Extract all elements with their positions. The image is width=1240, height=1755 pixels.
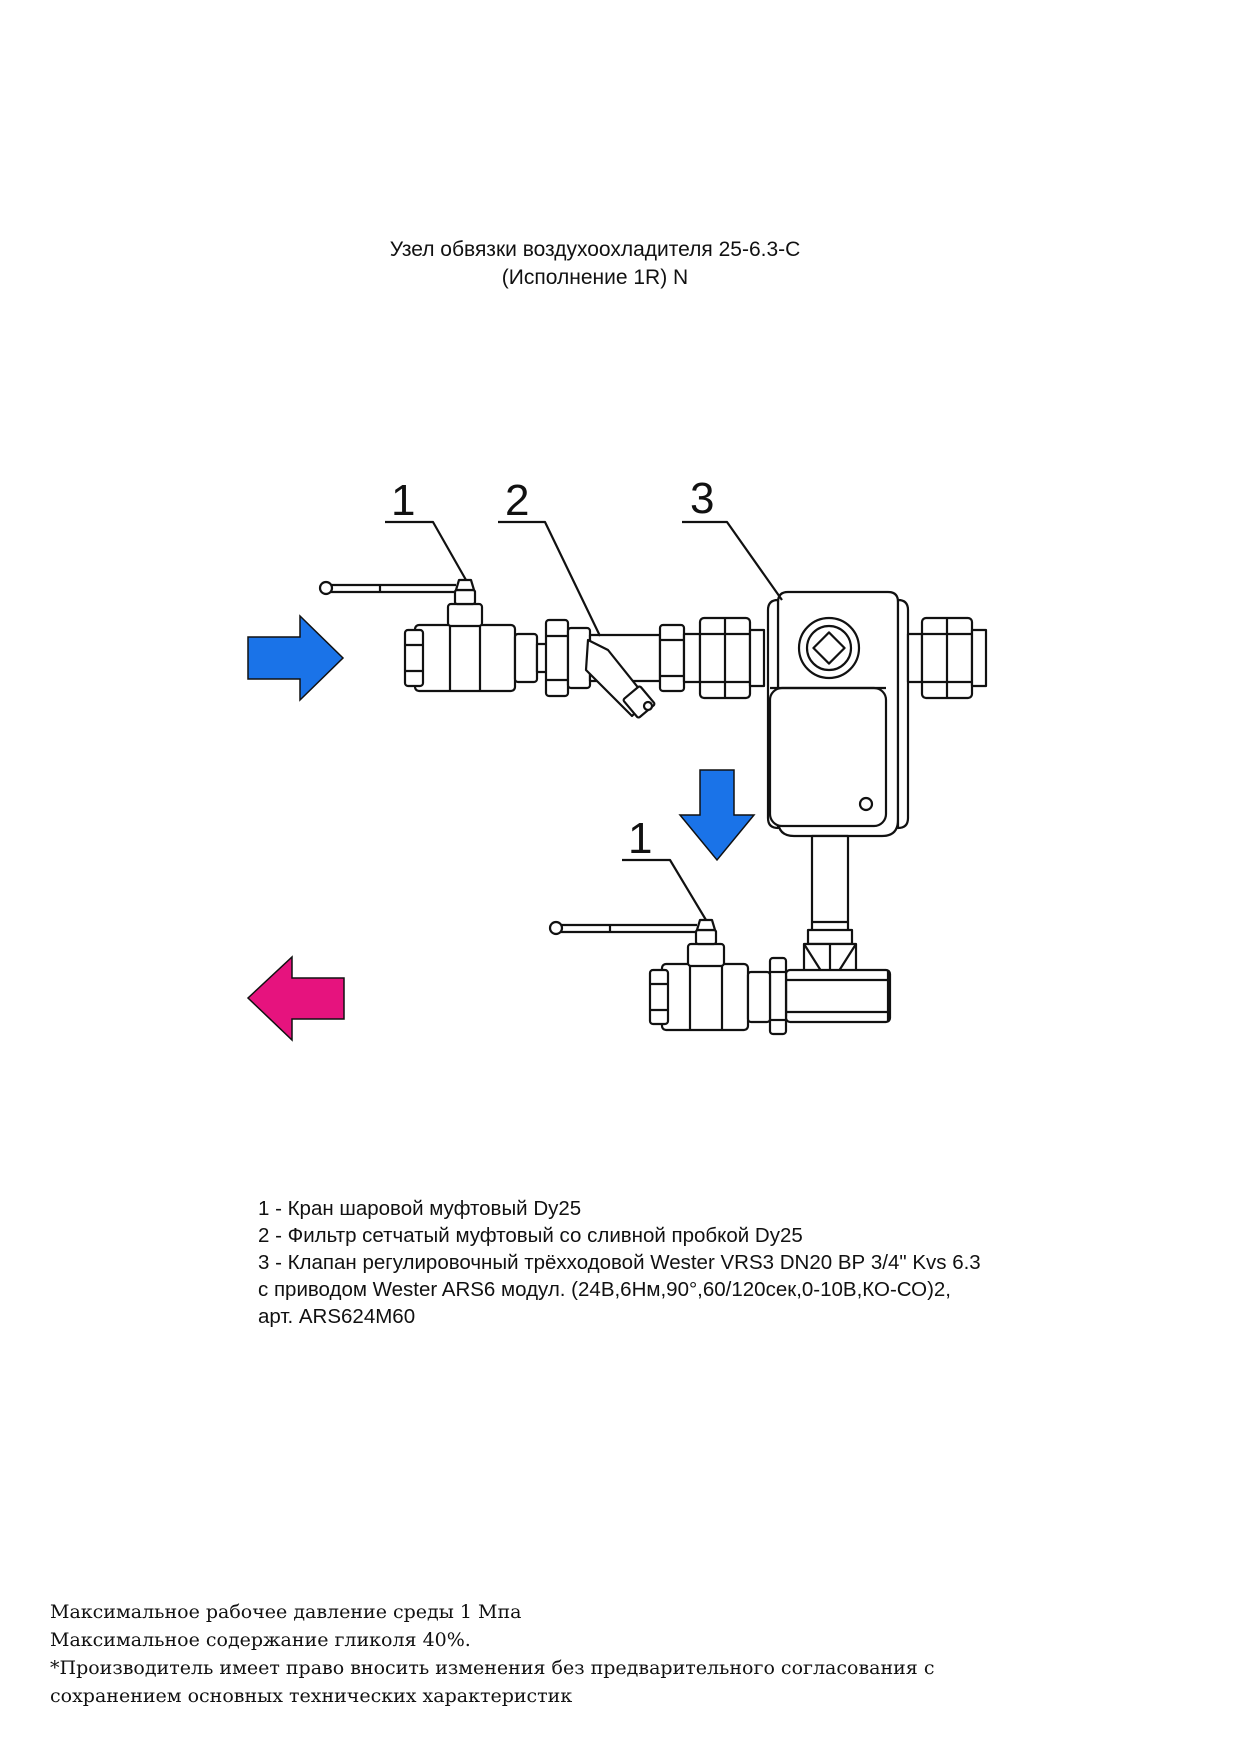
note-disclaimer-line2: сохранением основных технических характе… [50, 1685, 573, 1707]
legend-item-3-line2: с приводом Wester ARS6 модул. (24В,6Нм,9… [258, 1278, 951, 1301]
nipple-union-2 [682, 616, 766, 700]
tee-fitting [784, 942, 892, 1024]
legend-item-3-line3: арт. ARS624M60 [258, 1305, 416, 1328]
note-glycol: Максимальное содержание гликоля 40%. [50, 1629, 471, 1651]
nipple-union-1 [535, 618, 570, 698]
leader-2 [498, 520, 601, 637]
leader-1-bottom [622, 858, 707, 921]
parts-legend: 1 - Кран шаровой муфтовый Dy25 2 - Фильт… [258, 1195, 981, 1330]
callout-1-bottom: 1 [628, 814, 652, 863]
leader-1-top [385, 520, 467, 581]
note-pressure: Максимальное рабочее давление среды 1 Мп… [50, 1601, 522, 1623]
three-way-valve-actuator [766, 590, 988, 946]
ball-valve-bottom [548, 918, 772, 1032]
flow-down-arrow [678, 769, 756, 862]
drawing-subtitle: (Исполнение 1R) N [501, 266, 689, 289]
footnotes: Максимальное рабочее давление среды 1 Мп… [50, 1598, 934, 1710]
strainer-filter [566, 623, 686, 719]
callout-2: 2 [505, 476, 529, 525]
note-disclaimer-line1: *Производитель имеет право вносить измен… [50, 1657, 935, 1679]
ball-valve-top [318, 578, 539, 693]
inlet-flow-arrow [247, 614, 345, 702]
legend-item-3-line1: 3 - Клапан регулировочный трёхходовой We… [258, 1251, 981, 1274]
legend-item-1: 1 - Кран шаровой муфтовый Dy25 [258, 1197, 582, 1220]
callout-3: 3 [690, 474, 714, 523]
legend-item-2: 2 - Фильтр сетчатый муфтовый со сливной … [258, 1224, 803, 1247]
callout-1-top: 1 [391, 476, 415, 525]
leader-3 [682, 520, 783, 601]
outlet-flow-arrow [246, 955, 345, 1042]
drawing-title: Узел обвязки воздухоохладителя 25-6.3-С [389, 238, 801, 261]
